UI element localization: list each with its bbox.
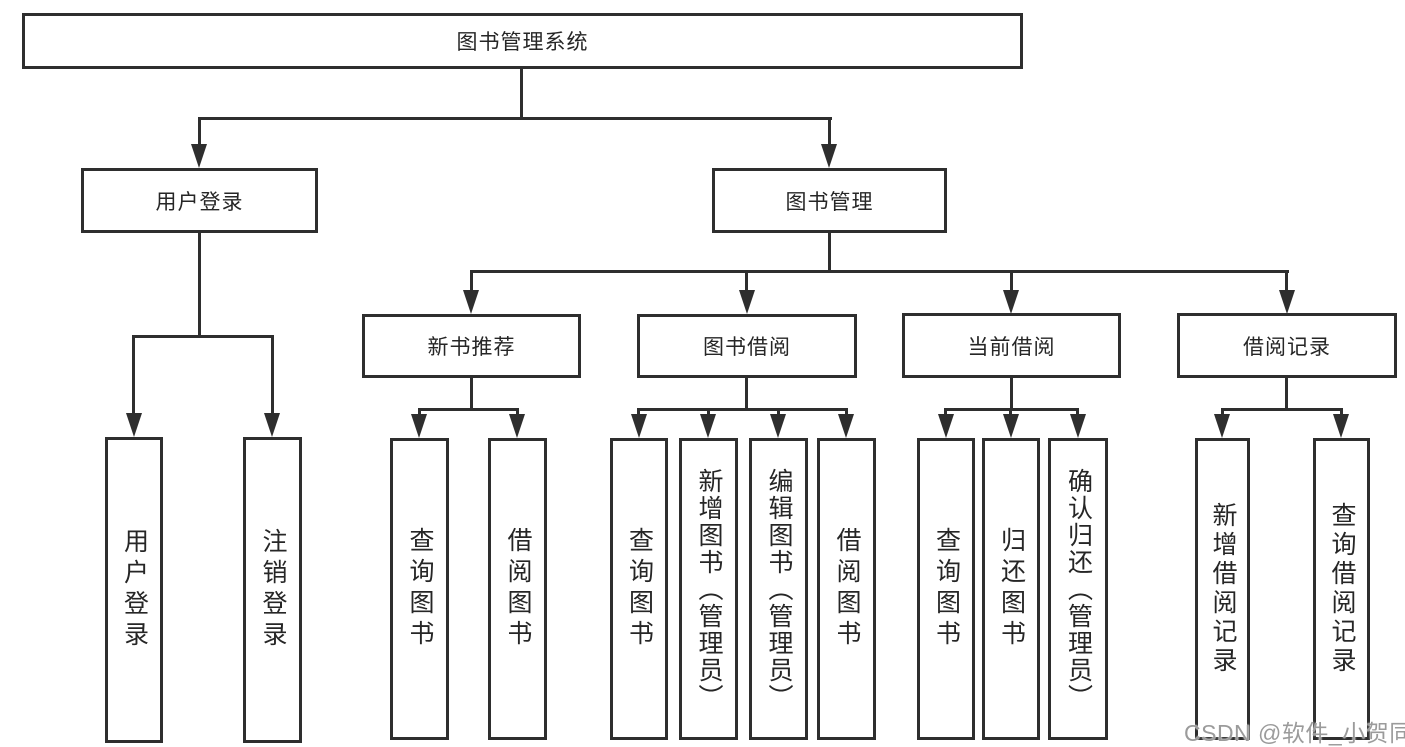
connector-manage-drop — [828, 117, 831, 146]
connector-leaf-drop — [271, 335, 274, 415]
connector-recommend-bar — [418, 408, 519, 411]
connector-login-bar — [132, 335, 273, 338]
connector-current-stub — [1010, 378, 1013, 408]
arrow-down-icon — [1214, 414, 1230, 438]
csdn-watermark: CSDN @软件_小贺同学 — [1184, 720, 1405, 746]
connector-level2-bar — [198, 117, 832, 120]
connector-recommend-stub — [470, 378, 473, 408]
connector-leaf-drop — [707, 408, 710, 416]
leaf-confirm-return-admin: 确认归还（管理员） — [1048, 438, 1108, 740]
arrow-down-icon — [411, 414, 427, 438]
connector-leaf-drop — [1221, 408, 1224, 416]
arrow-down-icon — [509, 414, 525, 438]
arrow-down-icon — [126, 413, 142, 437]
node-book-manage: 图书管理 — [712, 168, 947, 233]
connector-borrow-stub — [745, 378, 748, 408]
node-current-borrow: 当前借阅 — [902, 313, 1121, 378]
connector-leaf-drop — [1076, 408, 1079, 416]
arrow-down-icon — [821, 144, 837, 168]
connector-root-stub — [520, 69, 523, 117]
arrow-down-icon — [631, 414, 647, 438]
connector-leaf-drop — [132, 335, 135, 415]
node-user-login: 用户登录 — [81, 168, 318, 233]
connector-level3-drop — [1010, 270, 1013, 292]
connector-leaf-drop — [637, 408, 640, 416]
connector-leaf-drop — [1009, 408, 1012, 416]
connector-leaf-drop — [777, 408, 780, 416]
arrow-down-icon — [1003, 414, 1019, 438]
connector-records-bar — [1221, 408, 1343, 411]
leaf-query-books-current: 查询图书 — [917, 438, 975, 740]
connector-leaf-drop — [418, 408, 421, 416]
arrow-down-icon — [1003, 290, 1019, 314]
connector-level3-drop — [745, 270, 748, 292]
leaf-return-books: 归还图书 — [982, 438, 1040, 740]
arrow-down-icon — [700, 414, 716, 438]
connector-borrow-bar — [637, 408, 847, 411]
arrow-down-icon — [191, 144, 207, 168]
leaf-query-books-recommend: 查询图书 — [390, 438, 449, 740]
arrow-down-icon — [938, 414, 954, 438]
connector-leaf-drop — [944, 408, 947, 416]
connector-level3-bar — [470, 270, 1289, 273]
arrow-down-icon — [770, 414, 786, 438]
arrow-down-icon — [1279, 290, 1295, 314]
connector-records-stub — [1285, 378, 1288, 408]
arrow-down-icon — [739, 290, 755, 314]
leaf-query-books-borrow: 查询图书 — [610, 438, 668, 740]
connector-leaf-drop — [1340, 408, 1343, 416]
node-new-book-recommend: 新书推荐 — [362, 314, 581, 378]
leaf-borrow-books-recommend: 借阅图书 — [488, 438, 547, 740]
connector-manage-stub — [828, 233, 831, 270]
leaf-add-borrow-record: 新增借阅记录 — [1195, 438, 1250, 740]
arrow-down-icon — [1333, 414, 1349, 438]
leaf-borrow-books: 借阅图书 — [817, 438, 876, 740]
leaf-user-login: 用户登录 — [105, 437, 163, 743]
connector-level3-drop — [470, 270, 473, 292]
connector-leaf-drop — [845, 408, 848, 416]
leaf-add-books-admin: 新增图书（管理员） — [679, 438, 738, 740]
node-book-borrow: 图书借阅 — [637, 314, 857, 378]
arrow-down-icon — [264, 413, 280, 437]
arrow-down-icon — [838, 414, 854, 438]
connector-level3-drop — [1285, 270, 1288, 292]
connector-login-drop — [198, 117, 201, 146]
node-root: 图书管理系统 — [22, 13, 1023, 69]
leaf-query-borrow-record: 查询借阅记录 — [1313, 438, 1370, 740]
arrow-down-icon — [463, 290, 479, 314]
leaf-edit-books-admin: 编辑图书（管理员） — [749, 438, 808, 740]
node-borrow-records: 借阅记录 — [1177, 313, 1397, 378]
connector-login-stub — [198, 233, 201, 335]
arrow-down-icon — [1070, 414, 1086, 438]
leaf-logout: 注销登录 — [243, 437, 302, 743]
connector-leaf-drop — [516, 408, 519, 416]
